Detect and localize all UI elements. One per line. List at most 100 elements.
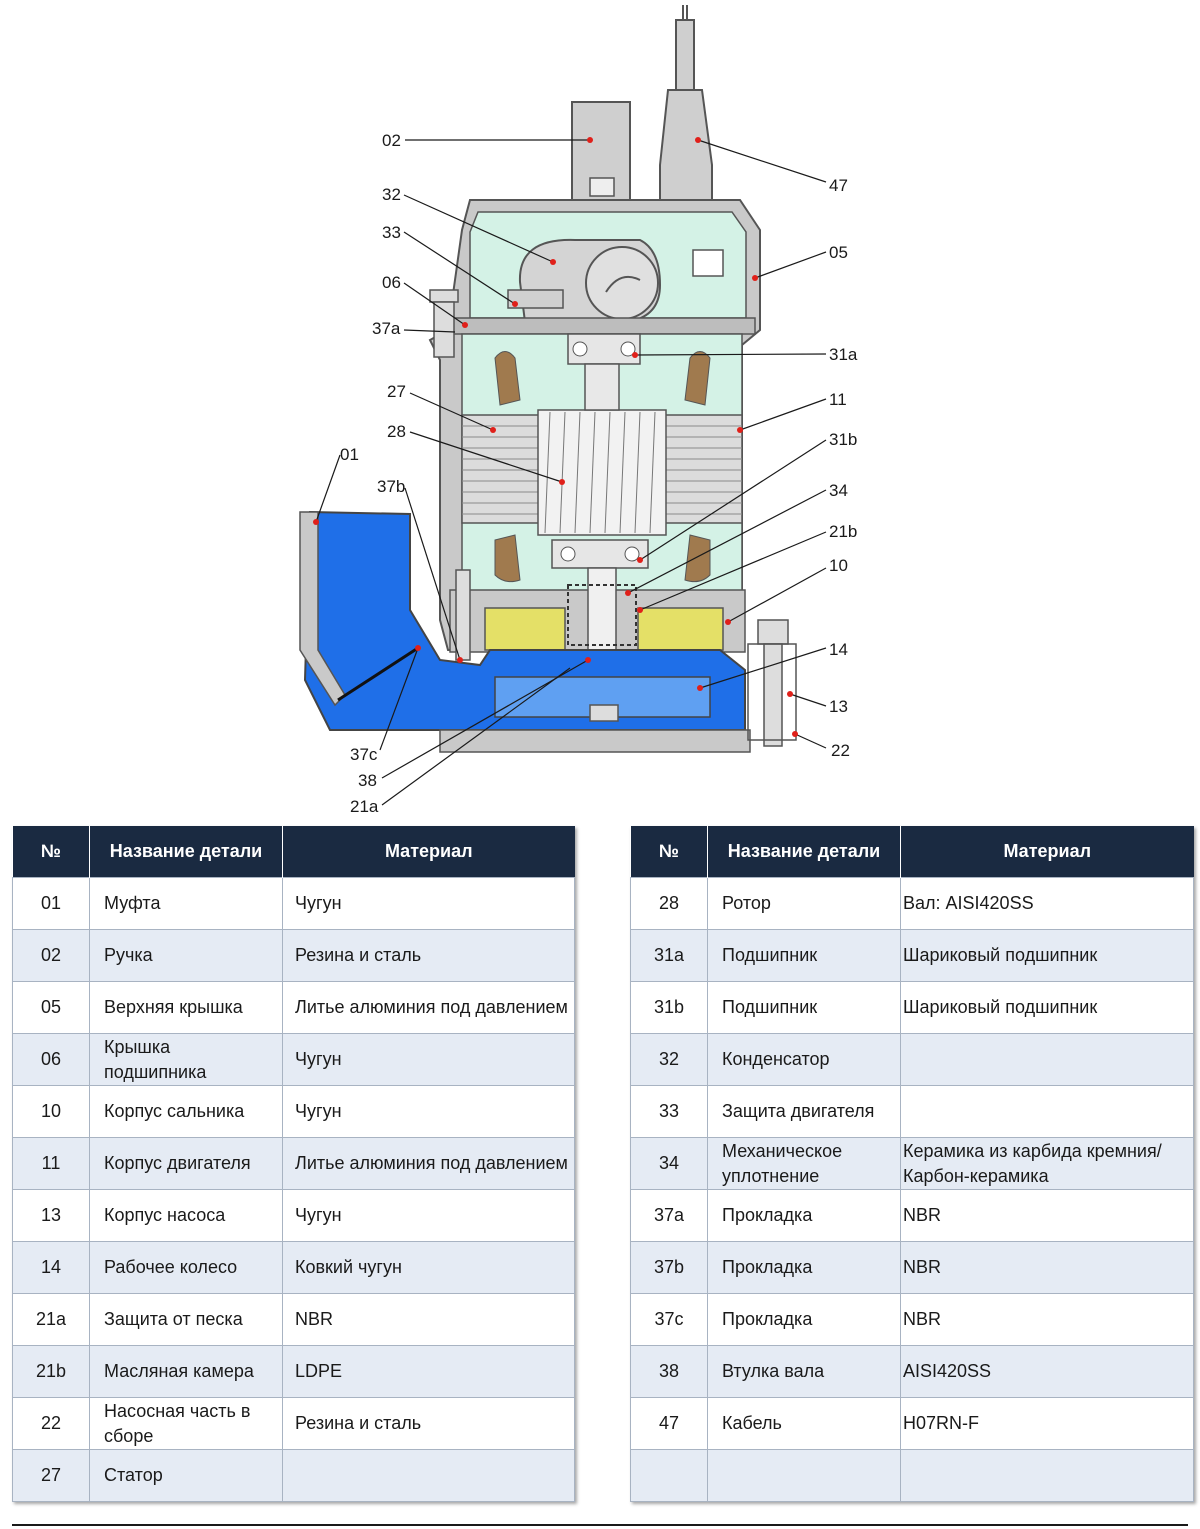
callout-31a: 31a	[829, 345, 858, 364]
part-name: Втулка вала	[707, 1345, 901, 1398]
callout-02: 02	[382, 131, 401, 150]
callout-22: 22	[831, 741, 850, 760]
part-material: Чугун	[282, 1189, 575, 1242]
oil-chamber-left	[484, 607, 566, 651]
callout-37a: 37a	[372, 319, 401, 338]
leader-lines	[315, 139, 827, 806]
callout-31b: 31b	[829, 430, 857, 449]
callout-13: 13	[829, 697, 848, 716]
part-name: Насосная часть в сборе	[89, 1397, 283, 1450]
part-number: 33	[630, 1085, 708, 1138]
part-name: Конденсатор	[707, 1033, 901, 1086]
part-material: Чугун	[282, 1085, 575, 1138]
handle	[571, 101, 631, 201]
part-name: Муфта	[89, 877, 283, 930]
header-number: №	[630, 826, 708, 878]
callout-32: 32	[382, 185, 401, 204]
callout-11: 11	[829, 390, 847, 409]
table-header-row: № Название детали Материал	[12, 826, 575, 878]
part-name: Механическое уплотнение	[707, 1137, 901, 1190]
part-name: Ротор	[707, 877, 901, 930]
coupling-gasket	[337, 646, 419, 702]
part-material	[900, 1085, 1194, 1138]
lower-bearing	[551, 539, 649, 569]
part-material	[282, 1449, 575, 1502]
callout-27: 27	[387, 382, 406, 401]
part-material	[900, 1449, 1194, 1502]
header-part-name: Название детали	[707, 826, 901, 878]
stator-windings	[494, 351, 711, 583]
part-name: Верхняя крышка	[89, 981, 283, 1034]
part-number: 02	[12, 929, 90, 982]
header-material: Материал	[900, 826, 1194, 878]
part-name: Рабочее колесо	[89, 1241, 283, 1294]
header-part-name: Название детали	[89, 826, 283, 878]
callout-21a: 21a	[350, 797, 379, 815]
header-number: №	[12, 826, 90, 878]
callout-38: 38	[358, 771, 377, 790]
part-material: Чугун	[282, 1033, 575, 1086]
part-number: 37c	[630, 1293, 708, 1346]
part-name: Кабель	[707, 1397, 901, 1450]
part-number: 14	[12, 1241, 90, 1294]
capacitor	[518, 238, 662, 323]
callout-05: 05	[829, 243, 848, 262]
part-material: Вал: AISI420SS	[900, 877, 1194, 930]
part-material: Резина и сталь	[282, 929, 575, 982]
callout-14: 14	[829, 640, 848, 659]
part-number: 21a	[12, 1293, 90, 1346]
discharge-pipe	[303, 510, 746, 731]
part-number: 31a	[630, 929, 708, 982]
callout-10: 10	[829, 556, 848, 575]
header-material: Материал	[282, 826, 575, 878]
bearing-cover	[449, 317, 756, 335]
part-material: Керамика из карбида кремния/ Карбон-кера…	[900, 1137, 1194, 1190]
impeller-nut	[589, 704, 619, 722]
footer-rule	[12, 1524, 1188, 1526]
callout-06: 06	[382, 273, 401, 292]
part-number	[630, 1449, 708, 1502]
part-material: Шариковый подшипник	[900, 929, 1194, 982]
part-name	[707, 1449, 901, 1502]
part-material: Шариковый подшипник	[900, 981, 1194, 1034]
part-number: 11	[12, 1137, 90, 1190]
part-material: NBR	[900, 1241, 1194, 1294]
rotor	[537, 363, 667, 536]
part-material	[900, 1033, 1194, 1086]
callout-21b: 21b	[829, 522, 857, 541]
part-name: Ручка	[89, 929, 283, 982]
part-number: 28	[630, 877, 708, 930]
part-number: 37a	[630, 1189, 708, 1242]
part-number: 10	[12, 1085, 90, 1138]
pump-bolt	[747, 619, 797, 747]
part-number: 21b	[12, 1345, 90, 1398]
part-material: H07RN-F	[900, 1397, 1194, 1450]
part-number: 27	[12, 1449, 90, 1502]
part-name: Крышка подшипника	[89, 1033, 283, 1086]
part-number: 31b	[630, 981, 708, 1034]
part-name: Подшипник	[707, 981, 901, 1034]
part-material: Чугун	[282, 877, 575, 930]
part-number: 06	[12, 1033, 90, 1086]
pump-base	[439, 729, 751, 753]
part-material: NBR	[282, 1293, 575, 1346]
callout-dots	[313, 137, 798, 737]
housing-bolt	[429, 289, 459, 358]
part-name: Корпус насоса	[89, 1189, 283, 1242]
part-name: Защита двигателя	[707, 1085, 901, 1138]
